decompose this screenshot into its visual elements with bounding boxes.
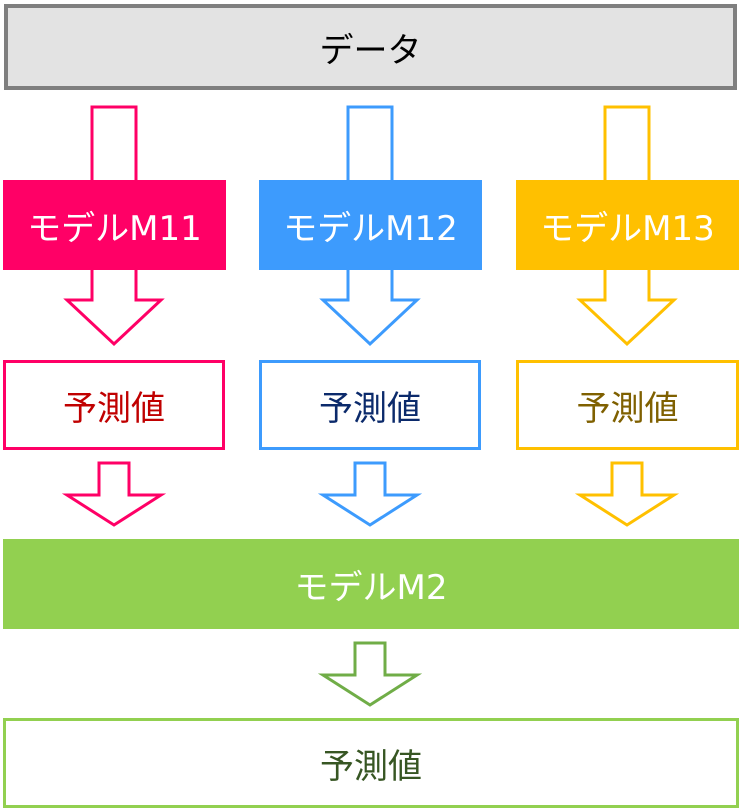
data-box: データ [4,4,737,90]
model-m12-box: モデルM12 [259,180,482,270]
prediction-m11-box: 予測値 [3,360,225,450]
model-m2-label: モデルM2 [294,567,448,608]
arrow-down-icon [317,641,423,707]
model-m11-box: モデルM11 [3,180,226,270]
prediction-m12-box: 予測値 [259,360,481,450]
model-m11-label: モデルM11 [27,208,202,249]
arrow-down-icon [574,461,680,527]
final-prediction-box: 予測値 [3,718,739,808]
prediction-m12-label: 予測値 [319,388,421,429]
data-box-label: データ [319,30,422,71]
model-m12-label: モデルM12 [283,208,458,249]
prediction-m13-box: 予測値 [516,360,739,450]
model-m13-label: モデルM13 [540,208,715,249]
model-m13-box: モデルM13 [516,180,739,270]
prediction-m11-label: 予測値 [63,388,165,429]
model-m2-box: モデルM2 [3,539,739,629]
arrow-down-icon [61,461,167,527]
final-prediction-label: 予測値 [320,746,422,787]
prediction-m13-label: 予測値 [576,388,679,429]
arrow-down-icon [317,461,423,527]
